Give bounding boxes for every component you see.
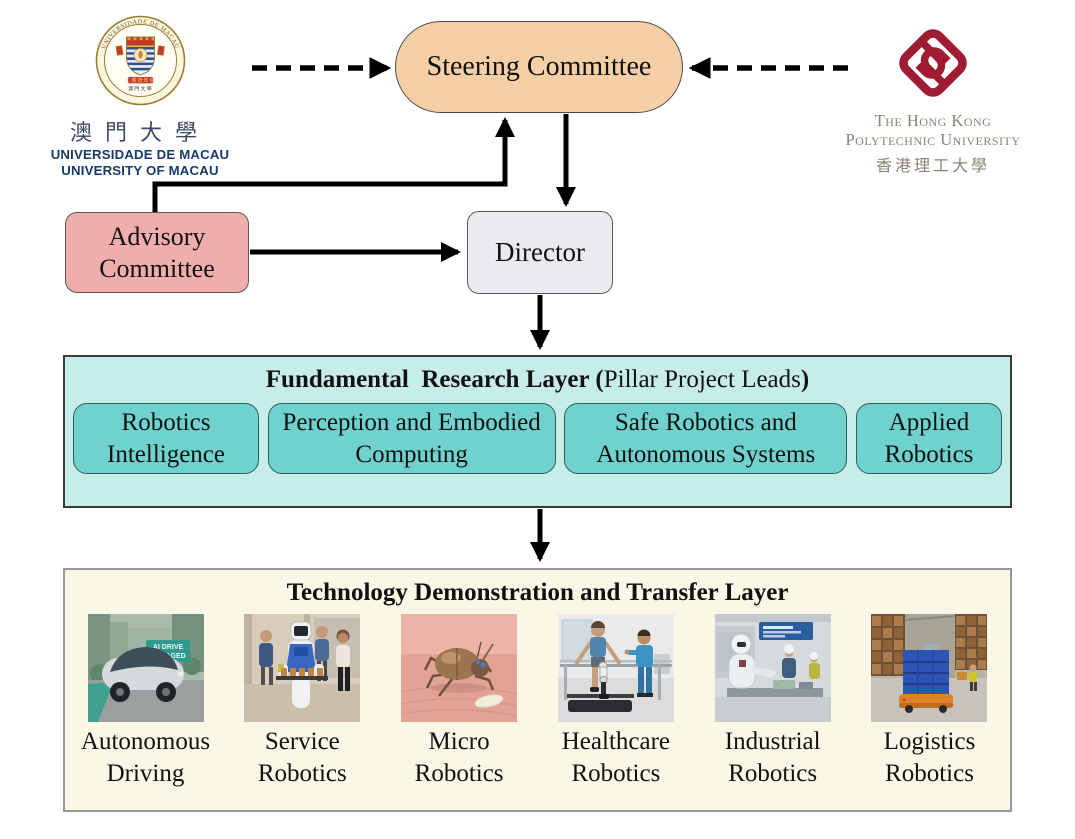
director-box: Director bbox=[467, 211, 613, 294]
autonomous-driving-label: Autonomous Driving bbox=[80, 728, 211, 787]
um-seal-motto: 仁義禮知信 bbox=[125, 77, 155, 84]
polyu-logo: The Hong Kong Polytechnic University 香港理… bbox=[806, 22, 1060, 176]
healthcare-robotics-label: Healthcare Robotics bbox=[561, 728, 671, 787]
um-seal-bottom-text: 澳門大學 bbox=[128, 86, 153, 93]
logistics-robotics-label: Logistics Robotics bbox=[883, 728, 976, 787]
micro-robotics-photo bbox=[401, 614, 518, 722]
research-layer-title: Fundamental Research Layer (Pillar Proje… bbox=[65, 366, 1010, 394]
um-portuguese-name: UNIVERSIDADE DE MACAU bbox=[50, 147, 230, 162]
research-layer-title-bold-end: ) bbox=[800, 366, 810, 393]
um-chinese-name: 澳門大學 bbox=[69, 120, 210, 145]
pillar-safe-robotics-autonomous-systems: Safe Robotics and Autonomous Systems bbox=[564, 403, 848, 474]
pillar-applied-robotics: Applied Robotics bbox=[855, 403, 1002, 474]
tech-item-healthcare-robotics: Healthcare Robotics bbox=[539, 614, 692, 789]
steering-committee-box: Steering Committee bbox=[395, 21, 683, 113]
tech-layer-title: Technology Demonstration and Transfer La… bbox=[286, 579, 789, 606]
pillar-robotics-intelligence: Robotics Intelligence bbox=[73, 403, 259, 474]
advisory-committee-label: Advisory Committee bbox=[99, 221, 215, 283]
technology-transfer-layer: Technology Demonstration and Transfer La… bbox=[63, 568, 1012, 812]
fundamental-research-layer: Fundamental Research Layer (Pillar Proje… bbox=[63, 355, 1012, 508]
tech-items-row: AI DRIVE ENGAGED Autonomous Driving bbox=[65, 614, 1010, 789]
healthcare-robotics-photo bbox=[557, 614, 674, 722]
pillar-perception-embodied-computing: Perception and Embodied Computing bbox=[267, 403, 556, 474]
autonomous-driving-photo: AI DRIVE ENGAGED bbox=[87, 614, 204, 722]
polyu-english-name-line2: Polytechnic University bbox=[845, 130, 1021, 150]
tech-item-micro-robotics: Micro Robotics bbox=[383, 614, 536, 789]
research-layer-title-bold-start: Fundamental Research Layer ( bbox=[265, 366, 604, 393]
ai-drive-sign-line1: AI DRIVE bbox=[152, 644, 183, 651]
polyu-english-name-line1: The Hong Kong bbox=[874, 111, 992, 130]
pillar-row: Robotics Intelligence Perception and Emb… bbox=[65, 403, 1010, 474]
tech-item-service-robotics: Service Robotics bbox=[226, 614, 379, 789]
advisory-committee-box: Advisory Committee bbox=[65, 212, 249, 293]
polyu-chinese-name: 香港理工大學 bbox=[875, 157, 990, 175]
micro-robotics-label: Micro Robotics bbox=[414, 728, 504, 787]
tech-item-autonomous-driving: AI DRIVE ENGAGED Autonomous Driving bbox=[69, 614, 222, 789]
polyu-knot-icon bbox=[899, 29, 967, 97]
service-robotics-label: Service Robotics bbox=[257, 728, 347, 787]
um-english-name: UNIVERSITY OF MACAU bbox=[61, 162, 219, 178]
service-robotics-photo bbox=[244, 614, 361, 722]
steering-committee-label: Steering Committee bbox=[426, 51, 652, 82]
tech-item-logistics-robotics: Logistics Robotics bbox=[853, 614, 1006, 789]
tech-item-industrial-robotics: Industrial Robotics bbox=[696, 614, 849, 789]
industrial-robotics-label: Industrial Robotics bbox=[724, 728, 821, 787]
logistics-robotics-photo bbox=[871, 614, 988, 722]
industrial-robotics-photo bbox=[714, 614, 831, 722]
director-label: Director bbox=[495, 237, 585, 267]
university-of-macau-logo: UNIVERSIDADE DE MACAU bbox=[48, 14, 232, 179]
um-seal-icon: UNIVERSIDADE DE MACAU bbox=[95, 15, 185, 106]
research-layer-title-regular: Pillar Project Leads bbox=[603, 366, 801, 393]
